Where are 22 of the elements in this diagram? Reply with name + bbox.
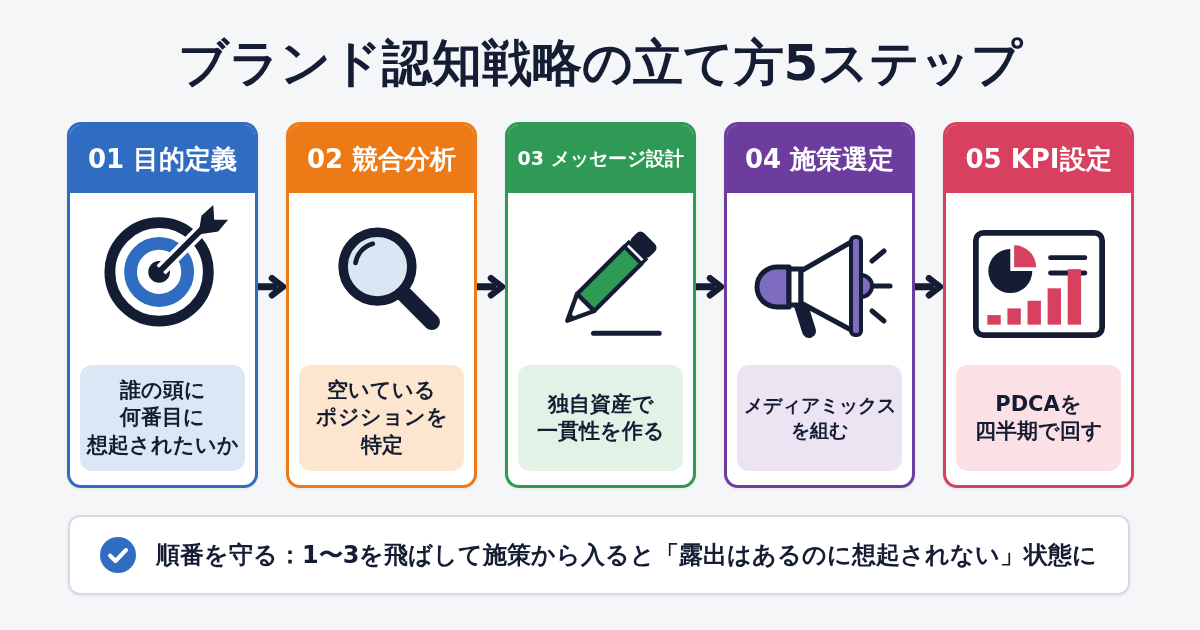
note-panel	[68, 515, 1130, 595]
arrow	[696, 274, 725, 299]
step-card	[505, 122, 696, 488]
step-heading: 03 メッセージ設計	[508, 125, 693, 193]
step-description: 空いているポジションを特定	[299, 365, 464, 471]
title: ブランド認知戦略の立て方5ステップ	[176, 33, 1024, 94]
step-description: 誰の頭に何番目に想起されたいか	[80, 365, 245, 471]
step-card	[943, 122, 1134, 488]
step-description: メディアミックスを組む	[737, 365, 902, 471]
step-description: 独自資産で一貫性を作る	[518, 365, 683, 471]
step-card	[67, 122, 258, 488]
step-card	[724, 122, 915, 488]
arrow	[915, 274, 944, 299]
arrow	[477, 274, 506, 299]
arrow	[258, 274, 287, 299]
note-text: 順番を守る：1〜3を飛ばして施策から入ると「露出はあるのに想起されない」状態に	[156, 540, 1098, 571]
step-heading: 01 目的定義	[70, 125, 255, 193]
step-card	[286, 122, 477, 488]
step-heading: 05 KPI設定	[946, 125, 1131, 193]
step-heading: 04 施策選定	[727, 125, 912, 193]
step-heading: 02 競合分析	[289, 125, 474, 193]
step-description: PDCAを四半期で回す	[956, 365, 1121, 471]
